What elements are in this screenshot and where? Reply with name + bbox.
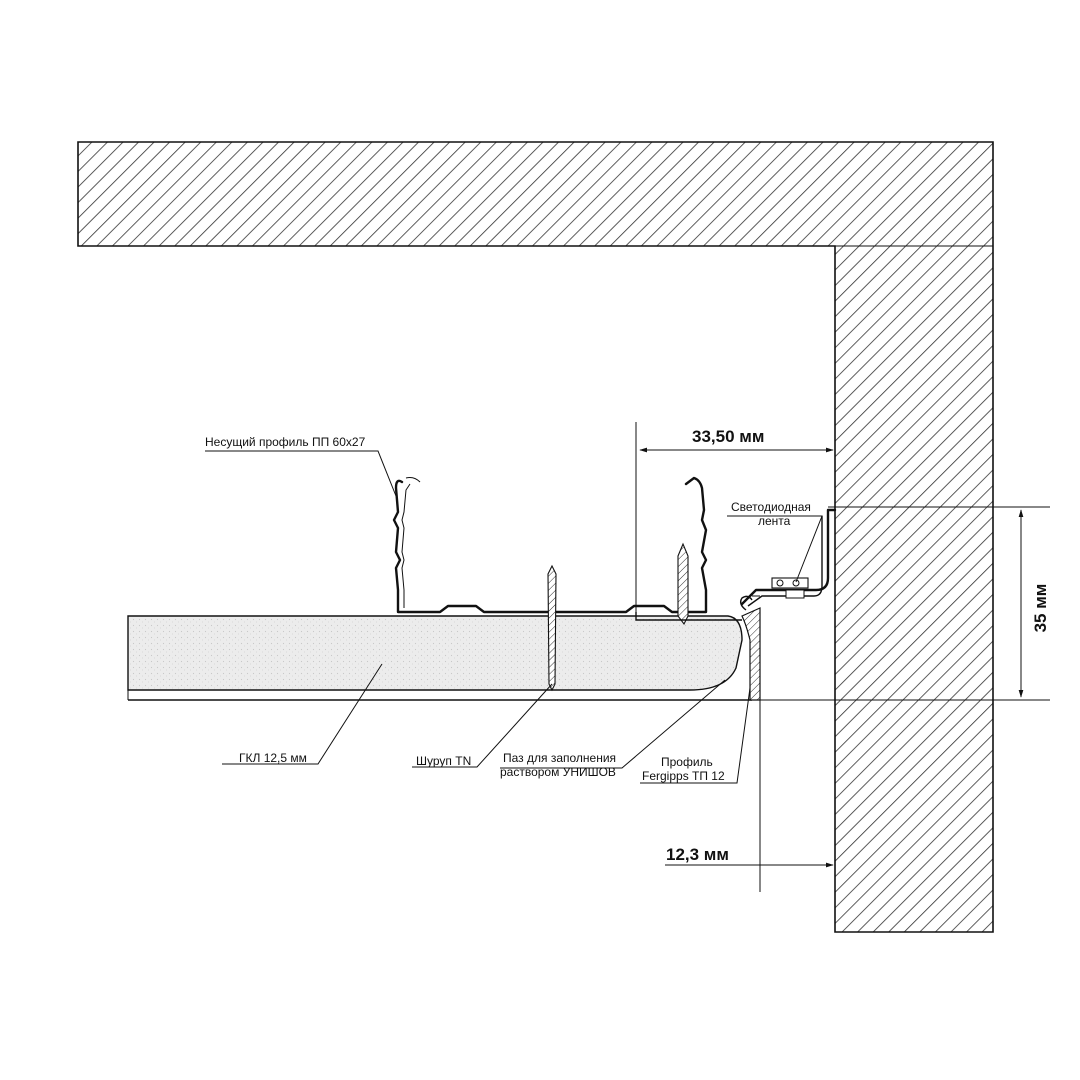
gypsum-board xyxy=(127,615,752,701)
label-carrying-profile: Несущий профиль ПП 60х27 xyxy=(205,435,366,449)
dimension-gap-bottom: 12,3 мм xyxy=(666,845,729,864)
label-screw: Шуруп TN xyxy=(416,754,471,768)
label-gkl: ГКЛ 12,5 мм xyxy=(239,751,307,765)
label-groove-line1: Паз для заполнения xyxy=(503,751,616,765)
label-tp-profile-line1: Профиль xyxy=(661,755,713,769)
label-groove-line2: раствором УНИШОВ xyxy=(500,765,616,779)
label-led-strip-line2: лента xyxy=(758,514,791,528)
dimension-lines xyxy=(635,422,1050,892)
led-corner-profile xyxy=(635,508,837,621)
dimension-gap-top: 33,50 мм xyxy=(692,427,764,446)
screw-tn xyxy=(547,564,557,692)
leader-lines xyxy=(205,450,823,784)
tp12-profile xyxy=(741,595,761,701)
label-tp-profile-line2: Fergipps ТП 12 xyxy=(642,769,725,783)
concrete-slab xyxy=(77,141,994,933)
screw-tn-right xyxy=(677,542,689,626)
label-led-strip-line1: Светодиодная xyxy=(731,500,811,514)
carrying-profile-pp xyxy=(392,476,708,614)
dimension-height: 35 мм xyxy=(1031,584,1050,633)
